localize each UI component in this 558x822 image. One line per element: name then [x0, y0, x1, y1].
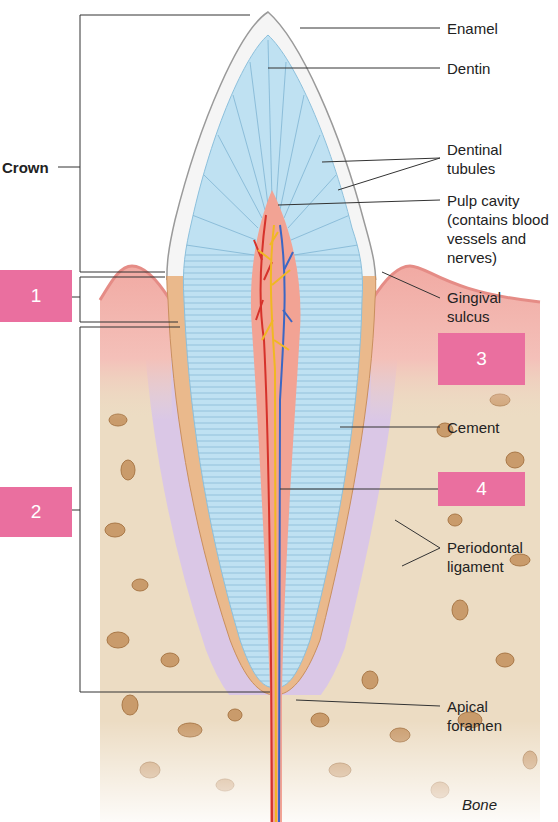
bracket-2	[80, 327, 270, 692]
leader-line	[72, 297, 80, 298]
callout-box: 1	[0, 270, 72, 322]
tubule	[204, 175, 258, 228]
part-label: Dentin	[447, 59, 557, 78]
part-label: Cement	[447, 418, 557, 437]
leader-line	[278, 200, 440, 205]
tubule	[291, 215, 350, 240]
gum-right	[370, 266, 540, 420]
leader-line	[340, 427, 440, 428]
leaders	[58, 15, 440, 706]
vessels-nerves	[254, 215, 293, 822]
callout-box: 2	[0, 487, 72, 537]
part-label: Pulp cavity (contains blood vessels and …	[447, 191, 555, 267]
leader-line	[300, 28, 440, 29]
tubule	[288, 175, 336, 228]
artery-branch	[254, 240, 272, 320]
tubule	[294, 245, 358, 255]
callout-number: 4	[476, 478, 487, 500]
callout-number: 3	[476, 348, 487, 370]
pulp-cavity	[251, 190, 301, 822]
tubule	[186, 245, 254, 255]
leader-line	[58, 167, 80, 168]
gum-edge	[100, 266, 170, 300]
vein	[279, 225, 285, 822]
leader-line	[280, 489, 438, 490]
tubule	[218, 135, 262, 218]
part-label: Crown	[2, 158, 62, 177]
bracket-1	[80, 277, 178, 322]
part-label: Dentinal tubules	[447, 140, 547, 178]
part-label: Gingival sulcus	[447, 288, 537, 326]
callout-number: 1	[31, 285, 42, 307]
leader-line	[268, 68, 440, 69]
tubule	[268, 40, 272, 200]
gum-left	[100, 266, 172, 420]
callout-box: 4	[438, 472, 525, 506]
nerve	[271, 225, 276, 822]
tubule	[284, 135, 320, 218]
leader-line	[322, 158, 440, 190]
tubule	[192, 215, 256, 240]
nerve-branch	[258, 232, 290, 350]
crown-bracket	[80, 15, 250, 272]
leader-line	[382, 272, 440, 298]
part-label: Apical foramen	[447, 697, 537, 735]
callout-number: 2	[31, 501, 42, 523]
tubule	[250, 62, 268, 205]
part-label: Periodontal ligament	[447, 538, 547, 576]
artery	[260, 215, 272, 822]
leader-line	[395, 520, 440, 566]
tubule	[276, 62, 286, 205]
vein-branch	[283, 252, 293, 322]
leader-line	[72, 510, 80, 511]
tubule	[280, 95, 304, 210]
part-label: Bone	[462, 795, 552, 814]
leader-line	[296, 700, 440, 706]
callout-box: 3	[438, 333, 525, 385]
part-label: Enamel	[447, 19, 557, 38]
